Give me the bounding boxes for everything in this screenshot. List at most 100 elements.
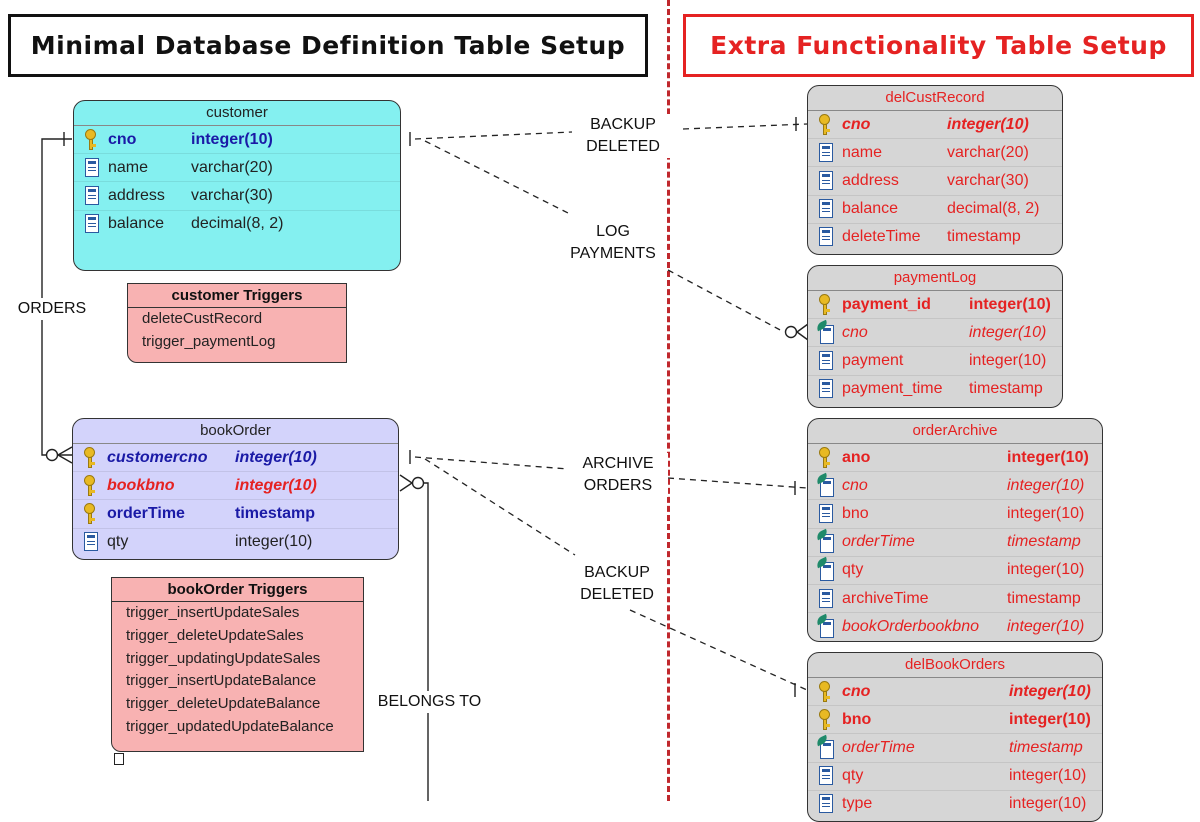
column-name: deleteTime xyxy=(842,228,921,246)
column-name: address xyxy=(842,171,899,189)
column-name: cno xyxy=(842,476,868,494)
table-row[interactable]: bookOrderbookbno integer(10) xyxy=(808,612,1102,640)
column-type: decimal(8, 2) xyxy=(191,215,284,233)
column-name: payment xyxy=(842,351,904,369)
primary-key-icon xyxy=(82,128,102,151)
column-name: ano xyxy=(842,448,871,466)
column-name: qty xyxy=(107,533,129,551)
section-divider xyxy=(667,0,670,801)
foreign-primary-key-icon xyxy=(81,474,101,497)
table-row[interactable]: address varchar(30) xyxy=(808,166,1062,194)
foreign-primary-key-icon xyxy=(81,446,101,469)
trigger-item: deleteCustRecord xyxy=(142,310,263,327)
note-icon xyxy=(114,753,124,765)
column-name: customercno xyxy=(107,448,208,466)
table-row[interactable]: qty integer(10) xyxy=(73,527,398,556)
bookorder-triggers-box[interactable]: bookOrder Triggers trigger_insertUpdateS… xyxy=(111,577,364,752)
column-icon xyxy=(816,793,836,815)
paymentlog-table[interactable]: paymentLog payment_id integer(10) cno in… xyxy=(807,265,1063,408)
table-row[interactable]: payment_time timestamp xyxy=(808,374,1062,403)
customer-triggers-box[interactable]: customer Triggers deleteCustRecord trigg… xyxy=(127,283,347,363)
column-type: varchar(30) xyxy=(947,171,1029,189)
table-row[interactable]: balance decimal(8, 2) xyxy=(74,209,400,238)
foreign-key-column-icon xyxy=(815,319,836,344)
column-icon xyxy=(816,226,836,248)
column-type: integer(10) xyxy=(969,295,1051,313)
table-row[interactable]: bno integer(10) xyxy=(808,705,1102,733)
table-row[interactable]: orderTime timestamp xyxy=(808,527,1102,556)
column-type: integer(10) xyxy=(235,476,317,494)
column-name: qty xyxy=(842,767,864,785)
bookorder-table[interactable]: bookOrder customercno integer(10) bookbn… xyxy=(72,418,399,560)
table-row[interactable]: type integer(10) xyxy=(808,789,1102,818)
table-row[interactable]: cno integer(10) xyxy=(74,126,400,153)
column-icon xyxy=(82,185,102,207)
table-row[interactable]: name varchar(20) xyxy=(74,153,400,181)
table-row[interactable]: orderTime timestamp xyxy=(808,733,1102,761)
table-row[interactable]: payment integer(10) xyxy=(808,346,1062,374)
orderarchive-table[interactable]: orderArchive ano integer(10) cno integer… xyxy=(807,418,1103,642)
table-row[interactable]: qty integer(10) xyxy=(808,555,1102,584)
table-row[interactable]: address varchar(30) xyxy=(74,181,400,209)
table-row[interactable]: bookbno integer(10) xyxy=(73,471,398,499)
customer-table-title: customer xyxy=(74,101,400,126)
table-row[interactable]: archiveTime timestamp xyxy=(808,583,1102,612)
column-name: name xyxy=(842,143,883,161)
bookorder-table-title: bookOrder xyxy=(73,419,398,444)
column-icon xyxy=(82,213,102,235)
table-row[interactable]: balance decimal(8, 2) xyxy=(808,194,1062,223)
column-type: integer(10) xyxy=(1009,767,1087,785)
table-row[interactable]: cno integer(10) xyxy=(808,318,1062,346)
column-type: integer(10) xyxy=(969,323,1047,341)
column-type: decimal(8, 2) xyxy=(947,200,1040,218)
table-row[interactable]: name varchar(20) xyxy=(808,138,1062,166)
customer-table[interactable]: customer cno integer(10) name varchar(20… xyxy=(73,100,401,271)
trigger-item: trigger_deleteUpdateSales xyxy=(126,626,304,644)
table-row[interactable]: deleteTime timestamp xyxy=(808,222,1062,251)
table-row[interactable]: orderTime timestamp xyxy=(73,499,398,527)
column-type: integer(10) xyxy=(1007,561,1085,579)
trigger-item: trigger_updatingUpdateSales xyxy=(126,649,321,667)
foreign-primary-key-icon xyxy=(816,680,836,703)
delbookorders-table[interactable]: delBookOrders cno integer(10) bno intege… xyxy=(807,652,1103,822)
table-row[interactable]: qty integer(10) xyxy=(808,761,1102,790)
column-type: integer(10) xyxy=(1007,617,1085,635)
belongs-to-label: BELONGS TO xyxy=(372,691,487,713)
foreign-primary-key-icon xyxy=(816,113,836,136)
column-name: balance xyxy=(842,200,899,218)
column-icon xyxy=(816,198,836,220)
orders-connector xyxy=(41,138,72,456)
trigger-item: trigger_updatedUpdateBalance xyxy=(126,717,334,735)
table-row[interactable]: cno integer(10) xyxy=(808,471,1102,499)
column-type: timestamp xyxy=(235,504,316,522)
column-type: timestamp xyxy=(1007,533,1081,551)
backup-deleted-1-connector xyxy=(414,131,573,140)
foreign-key-column-icon xyxy=(815,613,836,638)
table-row[interactable]: customercno integer(10) xyxy=(73,444,398,471)
table-row[interactable]: bno integer(10) xyxy=(808,499,1102,527)
delbookorders-table-title: delBookOrders xyxy=(808,653,1102,678)
column-type: integer(10) xyxy=(235,533,313,551)
table-row[interactable]: cno integer(10) xyxy=(808,678,1102,705)
delcustrecord-table[interactable]: delCustRecord cno integer(10) name varch… xyxy=(807,85,1063,255)
column-name: address xyxy=(108,186,165,204)
customer-triggers-title: customer Triggers xyxy=(128,284,346,308)
primary-key-icon xyxy=(816,708,836,731)
foreign-key-column-icon xyxy=(815,734,836,759)
table-row[interactable]: ano integer(10) xyxy=(808,444,1102,471)
column-name: bno xyxy=(842,504,869,522)
belongs-to-connector xyxy=(420,482,429,801)
foreign-key-column-icon xyxy=(815,528,836,554)
trigger-item: trigger_paymentLog xyxy=(142,332,276,350)
paymentlog-table-title: paymentLog xyxy=(808,266,1062,291)
column-icon xyxy=(816,350,836,372)
column-type: integer(10) xyxy=(1009,710,1091,728)
table-row[interactable]: cno integer(10) xyxy=(808,111,1062,138)
column-name: bno xyxy=(842,710,872,728)
column-name: orderTime xyxy=(107,504,185,522)
table-row[interactable]: payment_id integer(10) xyxy=(808,291,1062,318)
delcustrecord-table-title: delCustRecord xyxy=(808,86,1062,111)
trigger-item: trigger_insertUpdateSales xyxy=(126,604,300,621)
